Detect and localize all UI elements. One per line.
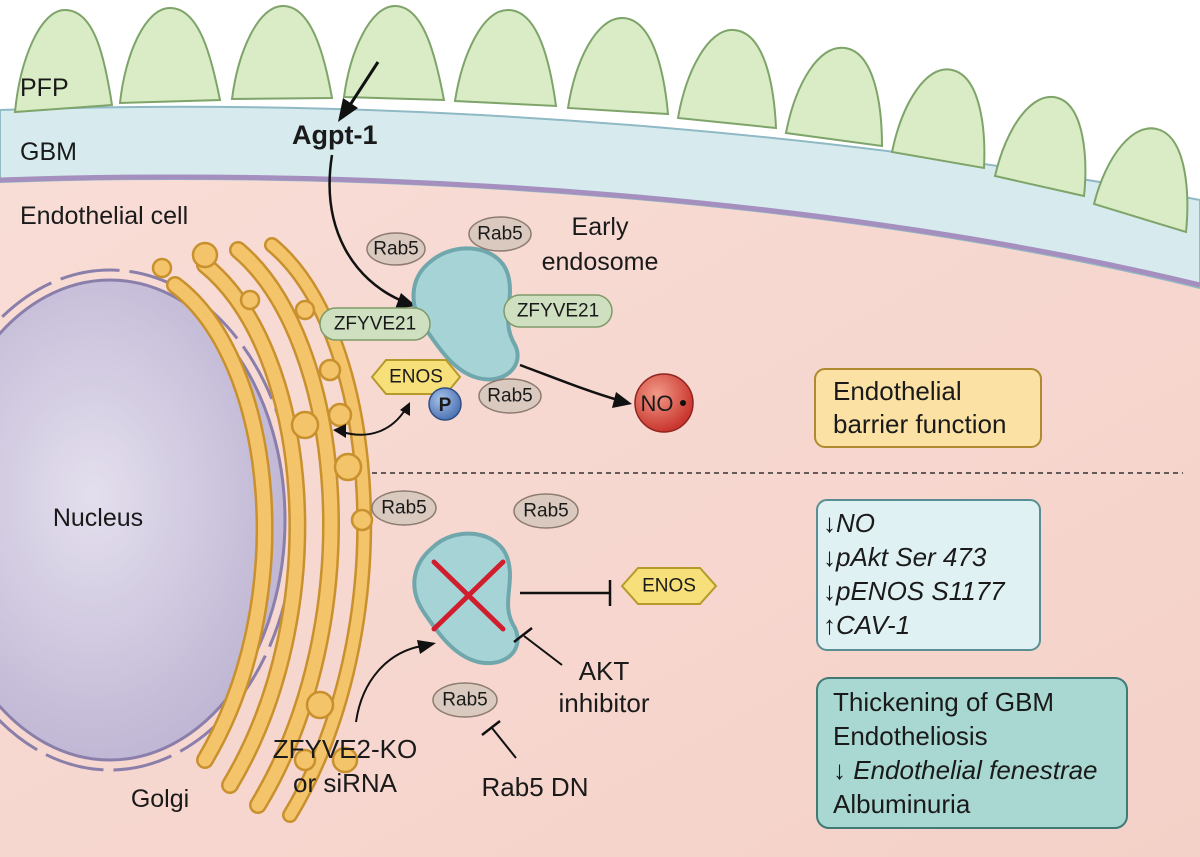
- svg-text:Rab5: Rab5: [487, 386, 532, 407]
- agpt1-label: Agpt-1: [292, 120, 377, 150]
- change-arrow-icon: ↓: [823, 508, 836, 538]
- akt-inhibitor-label-line1: AKT: [579, 656, 630, 686]
- gbm-label: GBM: [20, 138, 77, 166]
- rab5-protein: Rab5: [468, 216, 532, 252]
- svg-text:Rab5: Rab5: [477, 224, 522, 245]
- rab5-protein: Rab5: [432, 682, 498, 718]
- rab5-dn-label: Rab5 DN: [482, 772, 589, 802]
- endosome-to-no-arrow: [519, 363, 619, 402]
- change-arrow-icon: ↑: [823, 610, 836, 640]
- phenotype-item: ↓ Endothelial fenestrae: [833, 755, 1098, 785]
- svg-text:Rab5: Rab5: [373, 239, 418, 260]
- phenotype-item: Thickening of GBM: [833, 687, 1054, 717]
- nitric-oxide-radical: NO: [634, 373, 694, 433]
- agpt1-entry-arrow: [348, 61, 380, 106]
- rab5-dn-line: [491, 727, 517, 759]
- golgi-enos-exchange-arrow: [341, 409, 406, 436]
- zfyve21-protein: ZFYVE21: [503, 294, 613, 328]
- zfyve21-protein: ZFYVE21: [319, 307, 431, 341]
- akt-inhibitor-line: [523, 635, 563, 666]
- golgi-enos-exchange-arrowhead: [400, 402, 410, 416]
- akt-inhibitor-label-line2: inhibitor: [558, 688, 649, 718]
- phosphate-group: P: [428, 387, 462, 421]
- marker-item: ↓pENOS S1177: [823, 576, 1006, 606]
- early-endosome-label-line1: Early: [572, 213, 629, 241]
- svg-text:ZFYVE21: ZFYVE21: [517, 301, 599, 322]
- marker-item: ↓NO: [823, 508, 875, 538]
- knockout-arrowhead: [417, 640, 436, 654]
- agpt1-to-endosome-arrowhead: [395, 293, 416, 309]
- svg-text:ENOS: ENOS: [642, 576, 696, 597]
- agpt1-entry-arrowhead: [338, 98, 358, 122]
- svg-text:Rab5: Rab5: [442, 690, 487, 711]
- enos-protein: ENOS: [620, 567, 718, 605]
- golgi-enos-exchange-arrowhead: [333, 424, 346, 438]
- phenotype-box: Thickening of GBM Endotheliosis ↓ Endothel…: [816, 677, 1128, 829]
- endosome-to-no-arrowhead: [612, 392, 632, 408]
- akt-inhibitor-bar: [513, 627, 533, 643]
- rab5-dn-bar: [481, 720, 501, 736]
- golgi-label: Golgi: [131, 785, 189, 813]
- phenotype-item: Endotheliosis: [833, 721, 988, 751]
- svg-text:ENOS: ENOS: [389, 367, 443, 388]
- markers-box: ↓NO ↓pAkt Ser 473 ↓pENOS S1177 ↑CAV-1: [816, 499, 1041, 651]
- knockout-arrow: [355, 645, 423, 723]
- marker-item: ↑CAV-1: [823, 610, 910, 640]
- change-arrow-icon: ↓: [823, 576, 836, 606]
- svg-text:Endothelial: Endothelial: [833, 376, 962, 406]
- marker-item: ↓pAkt Ser 473: [823, 542, 987, 572]
- knockout-label-line2: or siRNA: [293, 768, 398, 798]
- svg-text:NO: NO: [641, 391, 674, 416]
- svg-text:P: P: [439, 395, 452, 416]
- svg-text:Rab5: Rab5: [381, 498, 426, 519]
- rab5-protein: Rab5: [478, 378, 542, 414]
- svg-text:ZFYVE21: ZFYVE21: [334, 314, 416, 335]
- inhibition-cross-icon: [431, 559, 506, 632]
- nucleus-label: Nucleus: [53, 504, 143, 532]
- change-arrow-icon: ↓: [823, 542, 836, 572]
- rab5-protein: Rab5: [513, 493, 579, 529]
- endothelial-cell-label: Endothelial cell: [20, 202, 188, 230]
- golgi-vesicles: [151, 241, 374, 774]
- cell-membrane: [0, 174, 1200, 288]
- svg-text:Rab5: Rab5: [523, 501, 568, 522]
- golgi-apparatus: [166, 237, 373, 823]
- rab5-protein: Rab5: [371, 490, 437, 526]
- rab5-protein: Rab5: [366, 232, 426, 266]
- barrier-function-box: Endothelial barrier function: [814, 368, 1042, 448]
- enos-protein: ENOS: [370, 359, 462, 395]
- svg-text:barrier function: barrier function: [833, 409, 1006, 439]
- early-endosome-label-line2: endosome: [542, 248, 659, 276]
- pfp-label: PFP: [20, 74, 69, 102]
- knockout-label-line1: ZFYVE2-KO: [273, 734, 417, 764]
- agpt1-to-endosome-arrow: [328, 154, 401, 302]
- phenotype-item: Albuminuria: [833, 789, 971, 819]
